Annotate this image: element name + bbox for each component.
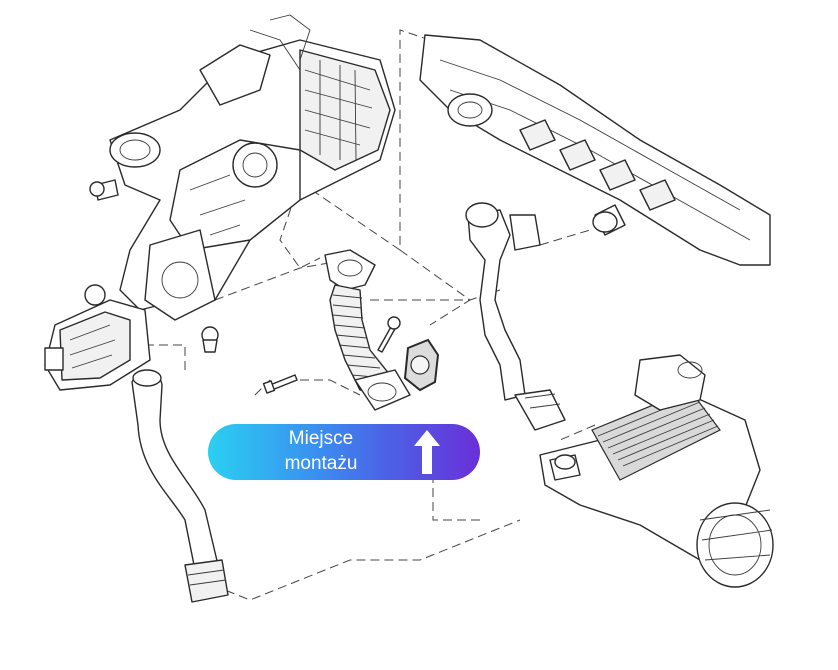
callout-label-line1: Miejsce <box>288 428 354 449</box>
bolts <box>262 316 401 394</box>
callout-label: Miejsce montażu <box>256 426 386 476</box>
egr-valve-assembly <box>84 14 396 321</box>
gasket-plate <box>403 338 440 392</box>
intake-manifold <box>419 34 771 266</box>
coolant-hose-left <box>131 369 229 603</box>
coolant-hose-right <box>465 202 566 431</box>
arrow-up-icon <box>414 430 440 474</box>
leader-lines <box>145 29 596 601</box>
egr-cooler <box>539 354 774 588</box>
callout-label-line2: montażu <box>284 453 358 474</box>
mounting-location-callout: Miejsce montażu <box>208 424 480 480</box>
egr-actuator <box>44 299 219 391</box>
corrugated-egr-pipe <box>324 249 411 411</box>
